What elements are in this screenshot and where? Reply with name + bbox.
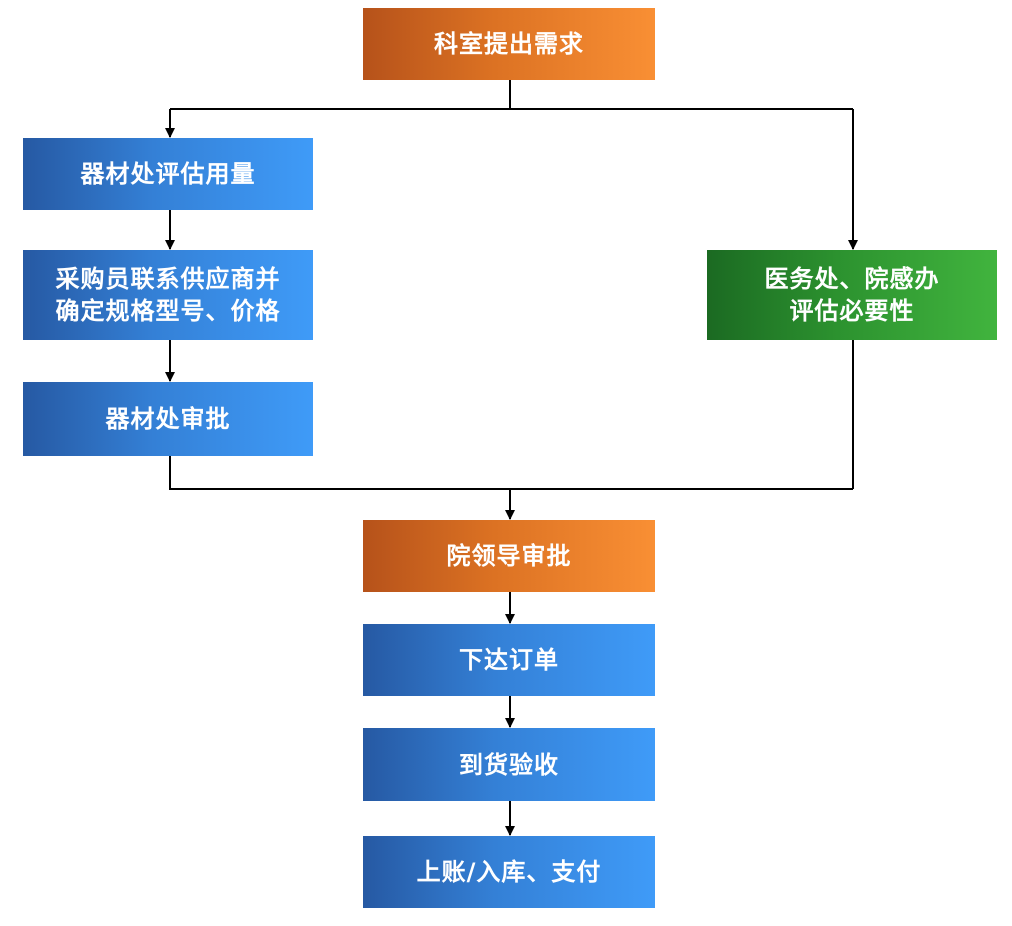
node-medical-evaluate-line2: 评估必要性 [789,297,915,325]
node-equip-evaluate-label: 器材处评估用量 [80,160,256,188]
connector-request-split [170,80,853,110]
node-purchaser-contact: 采购员联系供应商并 确定规格型号、价格 [23,250,313,340]
node-issue-order: 下达订单 [363,624,655,696]
node-purchaser-contact-line1: 采购员联系供应商并 [55,265,281,293]
node-medical-evaluate: 医务处、院感办 评估必要性 [707,250,997,340]
connector-equip-approve-merge [169,456,853,490]
node-purchaser-contact-line2: 确定规格型号、价格 [55,297,281,325]
node-issue-order-label: 下达订单 [459,646,559,674]
node-equip-approve-label: 器材处审批 [105,405,231,433]
node-leader-approve-label: 院领导审批 [446,542,572,570]
node-arrival-check-label: 到货验收 [459,750,559,779]
node-request-label: 科室提出需求 [434,30,584,58]
node-medical-evaluate-line1: 医务处、院感办 [764,265,940,293]
node-arrival-check: 到货验收 [363,728,655,801]
node-equip-approve: 器材处审批 [23,382,313,456]
node-request: 科室提出需求 [363,8,655,80]
node-account-pay: 上账/入库、支付 [363,836,655,908]
node-leader-approve: 院领导审批 [363,520,655,592]
node-account-pay-label: 上账/入库、支付 [416,858,602,886]
node-equip-evaluate: 器材处评估用量 [23,138,313,210]
